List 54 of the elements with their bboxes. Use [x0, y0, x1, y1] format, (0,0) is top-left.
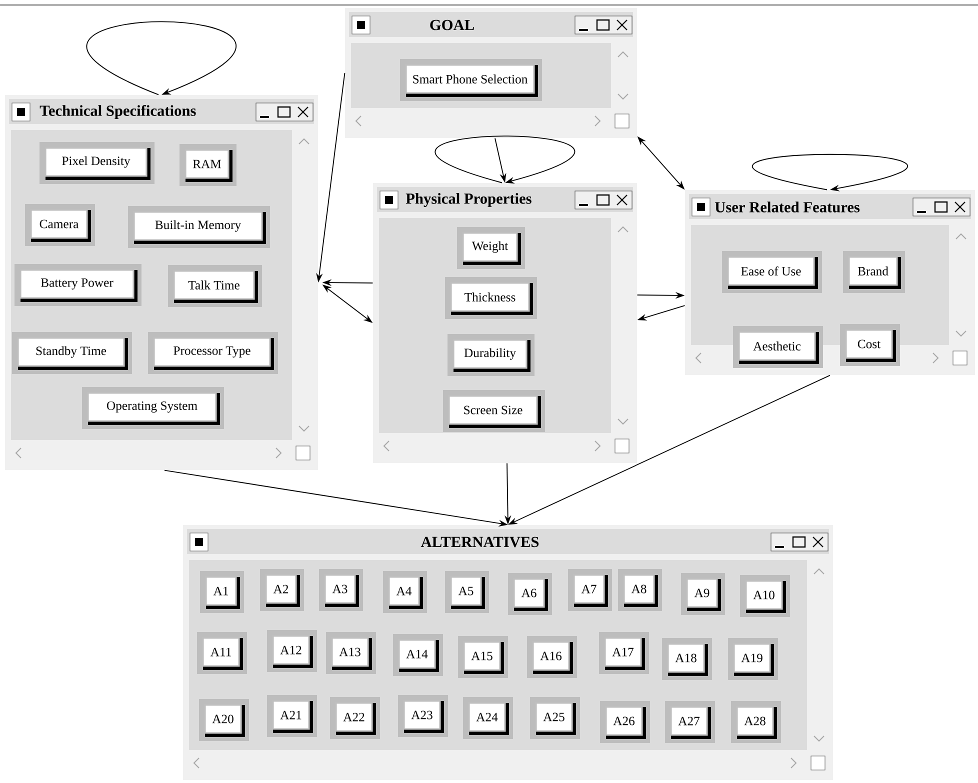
element-button: A16: [527, 636, 577, 678]
element-button: A28: [731, 701, 781, 743]
element-button: A8: [618, 569, 662, 611]
window-title: User Related Features: [714, 202, 860, 212]
element-button: Brand: [843, 251, 905, 293]
element-button: Standby Time: [12, 332, 132, 374]
element-button: Operating System: [82, 387, 224, 429]
element-button: Battery Power: [14, 264, 142, 306]
element-button: Pixel Density: [40, 142, 154, 184]
element-button: Weight: [457, 227, 525, 269]
element-button: A6: [508, 573, 552, 615]
element-button: Cost: [840, 324, 900, 366]
element-button: Processor Type: [148, 332, 278, 374]
element-button: A26: [600, 701, 650, 743]
window-title: Physical Properties: [406, 193, 532, 207]
element-button: A9: [681, 573, 725, 615]
element-button: Durability: [448, 334, 534, 376]
element-button: A13: [326, 632, 376, 674]
element-button: A3: [319, 569, 363, 611]
element-button: A4: [383, 571, 427, 613]
element-button: A5: [445, 571, 489, 613]
element-button: A25: [530, 697, 580, 739]
element-button: A20: [199, 699, 249, 741]
element-button: A12: [267, 630, 317, 672]
element-button: RAM: [180, 144, 236, 186]
element-button: A27: [665, 701, 715, 743]
element-button: A18: [662, 638, 712, 680]
element-button: A15: [458, 636, 508, 678]
element-button: A2: [260, 569, 304, 611]
arrow: [754, 154, 906, 192]
window-title: GOAL: [430, 20, 474, 30]
element-button: Built-in Memory: [128, 206, 270, 248]
element-button: Ease of Use: [722, 251, 822, 293]
element-button: A1: [200, 571, 244, 613]
arrow: [88, 21, 234, 96]
element-button: A24: [463, 697, 513, 739]
element-button: A23: [398, 695, 448, 737]
element-button: A14: [393, 634, 443, 676]
element-button: Talk Time: [168, 265, 262, 307]
window-title: ALTERNATIVES: [420, 536, 539, 548]
element-button: A7: [568, 569, 612, 611]
element-button: Aesthetic: [733, 326, 823, 368]
element-button: A21: [267, 695, 317, 737]
element-button: Camera: [25, 204, 95, 246]
element-button: Screen Size: [443, 390, 545, 432]
arrow: [436, 136, 574, 184]
element-button: Smart Phone Selection: [400, 59, 542, 101]
element-button: Thickness: [445, 277, 537, 319]
element-button: A19: [728, 638, 778, 680]
element-button: A22: [330, 697, 380, 739]
element-button: A11: [197, 632, 247, 674]
window-title: Technical Specifications: [40, 104, 196, 120]
element-button: A17: [599, 632, 649, 674]
element-button: A10: [740, 575, 790, 617]
